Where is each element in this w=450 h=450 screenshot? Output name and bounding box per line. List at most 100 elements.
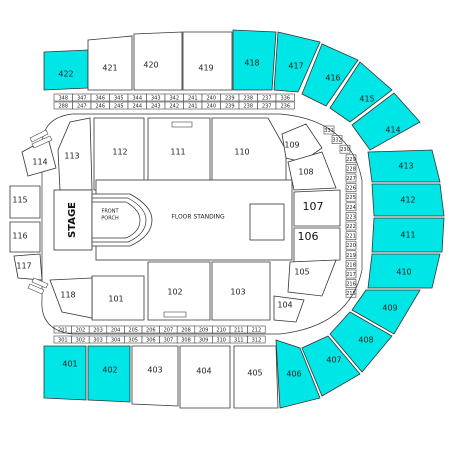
section-411[interactable]	[371, 217, 445, 253]
row-cell-label: 202	[76, 328, 86, 334]
section-113-label: 113	[64, 152, 79, 161]
row-cell-label: 206	[146, 328, 156, 334]
row-cell-right-221[interactable]	[345, 231, 357, 240]
section-406[interactable]	[275, 339, 321, 409]
row-cell-right-219[interactable]	[345, 250, 357, 260]
row-cell-label: 203	[93, 328, 103, 334]
section-102-bar	[163, 311, 187, 318]
section-409[interactable]	[351, 289, 421, 335]
row-cell-label: 301	[58, 338, 68, 344]
floor-label: FLOOR STANDING	[171, 214, 225, 221]
front-porch-label-2: PORCH	[101, 216, 119, 222]
row-cell-label: 304	[111, 338, 121, 344]
section-410[interactable]	[367, 253, 441, 289]
row-cell-bot-b-312[interactable]	[247, 335, 266, 344]
row-cell-right-225[interactable]	[345, 192, 357, 202]
section-117[interactable]	[13, 253, 43, 281]
section-408[interactable]	[329, 311, 393, 373]
section-110[interactable]	[211, 117, 287, 191]
row-cell-bot-a-212[interactable]	[247, 325, 266, 334]
section-106[interactable]	[293, 227, 341, 263]
section-416[interactable]	[301, 43, 359, 107]
section-414[interactable]	[351, 92, 421, 151]
row-cell-label: 221	[346, 234, 356, 240]
section-113[interactable]	[57, 117, 93, 191]
row-cell-label: 218	[346, 262, 356, 268]
row-cell-label: 310	[216, 338, 226, 344]
row-cell-right-220[interactable]	[345, 240, 357, 250]
section-418[interactable]	[232, 29, 277, 91]
section-407[interactable]	[301, 335, 361, 397]
section-109-label: 109	[284, 141, 299, 150]
section-412[interactable]	[371, 183, 445, 217]
section-404[interactable]	[179, 345, 231, 409]
front-porch[interactable]	[91, 193, 153, 247]
front-porch-label-1: FRONT	[101, 209, 119, 215]
row-cell-label: 348	[58, 96, 68, 102]
row-cell-right-331[interactable]	[323, 125, 335, 135]
section-402[interactable]	[87, 345, 131, 403]
section-117-label: 117	[16, 262, 31, 271]
section-118[interactable]	[49, 277, 93, 319]
row-cell-right-217[interactable]	[345, 269, 357, 279]
row-cell-label: 212	[252, 328, 262, 334]
section-102-label: 102	[167, 288, 182, 297]
section-104[interactable]	[273, 295, 305, 323]
stair-bar-left-3	[27, 283, 45, 295]
row-cell-label: 243	[151, 104, 161, 110]
row-cell-label: 230	[340, 147, 350, 153]
section-421-label: 421	[102, 64, 117, 73]
row-cell-label: 201	[58, 328, 68, 334]
stage-area: FLOOR STANDING STAGE FRONT PORCH	[53, 179, 293, 261]
section-102[interactable]	[147, 261, 211, 321]
section-417[interactable]	[273, 31, 321, 93]
section-408-label: 408	[358, 336, 373, 345]
section-105-label: 105	[294, 268, 309, 277]
row-cell-top-a-336[interactable]	[275, 93, 295, 102]
section-404-label: 404	[196, 367, 211, 376]
row-cell-right-223[interactable]	[345, 212, 357, 221]
lower-bowl-outline	[41, 113, 363, 335]
row-cell-right-222[interactable]	[345, 221, 357, 231]
section-401[interactable]	[43, 345, 87, 401]
section-111-label: 111	[170, 148, 185, 157]
row-cell-label: 236	[280, 104, 290, 110]
row-cell-right-228[interactable]	[345, 164, 357, 173]
row-cell-label: 204	[111, 328, 121, 334]
section-105[interactable]	[287, 259, 337, 297]
row-cell-label: 346	[95, 96, 105, 102]
section-420[interactable]	[133, 31, 183, 91]
row-cell-label: 343	[151, 96, 161, 102]
section-421[interactable]	[87, 35, 133, 91]
section-407-label: 407	[326, 356, 341, 365]
row-cell-label: 307	[164, 338, 174, 344]
section-415[interactable]	[329, 61, 393, 123]
section-110-label: 110	[234, 148, 249, 157]
row-cell-right-226[interactable]	[345, 183, 357, 192]
section-419-label: 419	[198, 64, 213, 73]
row-cell-right-218[interactable]	[345, 260, 357, 269]
row-cell-label: 342	[169, 96, 179, 102]
row-cell-label: 239	[225, 96, 235, 102]
section-111-bar	[171, 121, 193, 128]
section-116[interactable]	[9, 221, 41, 253]
row-cell-right-216[interactable]	[345, 279, 357, 288]
row-cell-label: 247	[77, 104, 87, 110]
section-413[interactable]	[367, 149, 441, 183]
row-cell-label: 332	[332, 138, 342, 144]
section-405[interactable]	[233, 345, 279, 409]
section-107[interactable]	[293, 189, 341, 227]
row-cell-label: 312	[252, 338, 262, 344]
row-cell-right-227[interactable]	[345, 173, 357, 183]
row-cell-label: 209	[199, 328, 209, 334]
front-porch-edge-1	[92, 197, 147, 243]
row-cell-label: 205	[128, 328, 138, 334]
row-cell-top-b-236[interactable]	[275, 101, 295, 110]
section-115[interactable]	[9, 185, 41, 219]
row-cell-right-224[interactable]	[345, 202, 357, 212]
section-410-label: 410	[396, 268, 411, 277]
section-419[interactable]	[182, 31, 233, 91]
section-103[interactable]	[211, 261, 271, 321]
section-403[interactable]	[131, 345, 179, 407]
row-cell-right-229[interactable]	[345, 154, 357, 164]
